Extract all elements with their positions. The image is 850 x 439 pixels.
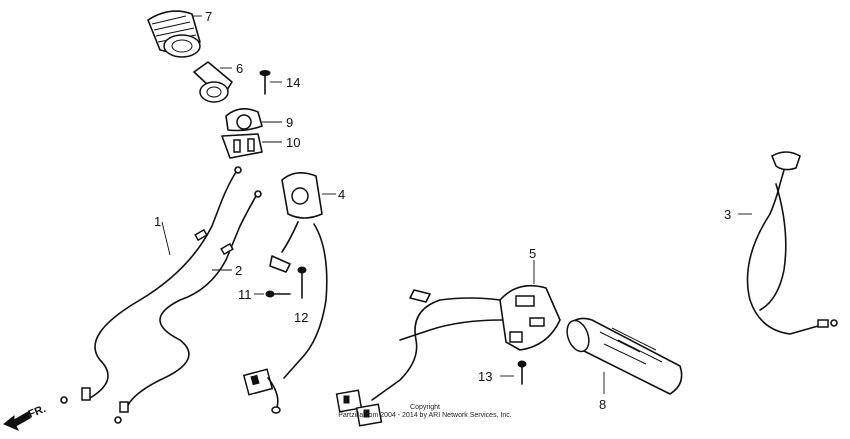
copyright-notice: Partzilla.com 2004 - 2014 by ARI Network… [338,412,512,419]
callout-2[interactable]: 2 [235,263,242,278]
callout-9[interactable]: 9 [286,115,293,130]
part-13-screw[interactable] [517,360,527,385]
callout-4[interactable]: 4 [338,187,345,202]
callout-1[interactable]: 1 [154,214,161,229]
part-6-throttle-pipe[interactable] [193,61,233,103]
part-8-left-grip[interactable] [563,317,683,395]
part-12-screw[interactable] [297,266,307,299]
part-4-right-switch[interactable] [269,172,328,379]
callout-12[interactable]: 12 [294,310,308,325]
left-switch-connectors [335,389,383,427]
part-9-housing-upper[interactable] [225,108,263,132]
callout-5[interactable]: 5 [529,246,536,261]
part-11-screw[interactable] [265,290,291,298]
callout-3[interactable]: 3 [724,207,731,222]
callout-8[interactable]: 8 [599,397,606,412]
part-3-choke-cable[interactable] [746,151,838,335]
right-switch-connectors [242,368,281,414]
callout-14[interactable]: 14 [286,75,300,90]
part-2-throttle-cable-b[interactable] [114,190,262,424]
part-10-housing-lower[interactable] [221,133,263,159]
direction-label: FR. [27,403,48,421]
callout-13[interactable]: 13 [478,369,492,384]
callout-10[interactable]: 10 [286,135,300,150]
part-1-throttle-cable-a[interactable] [60,166,242,404]
callout-7[interactable]: 7 [205,9,212,24]
direction-arrow-icon [3,411,31,431]
callout-11[interactable]: 11 [238,287,252,302]
callout-6[interactable]: 6 [236,61,243,76]
part-5-left-switch[interactable] [371,284,561,401]
copyright-title: Copyright [410,404,440,411]
part-14-screw[interactable] [259,70,271,95]
part-7-throttle-grip[interactable] [147,10,201,58]
